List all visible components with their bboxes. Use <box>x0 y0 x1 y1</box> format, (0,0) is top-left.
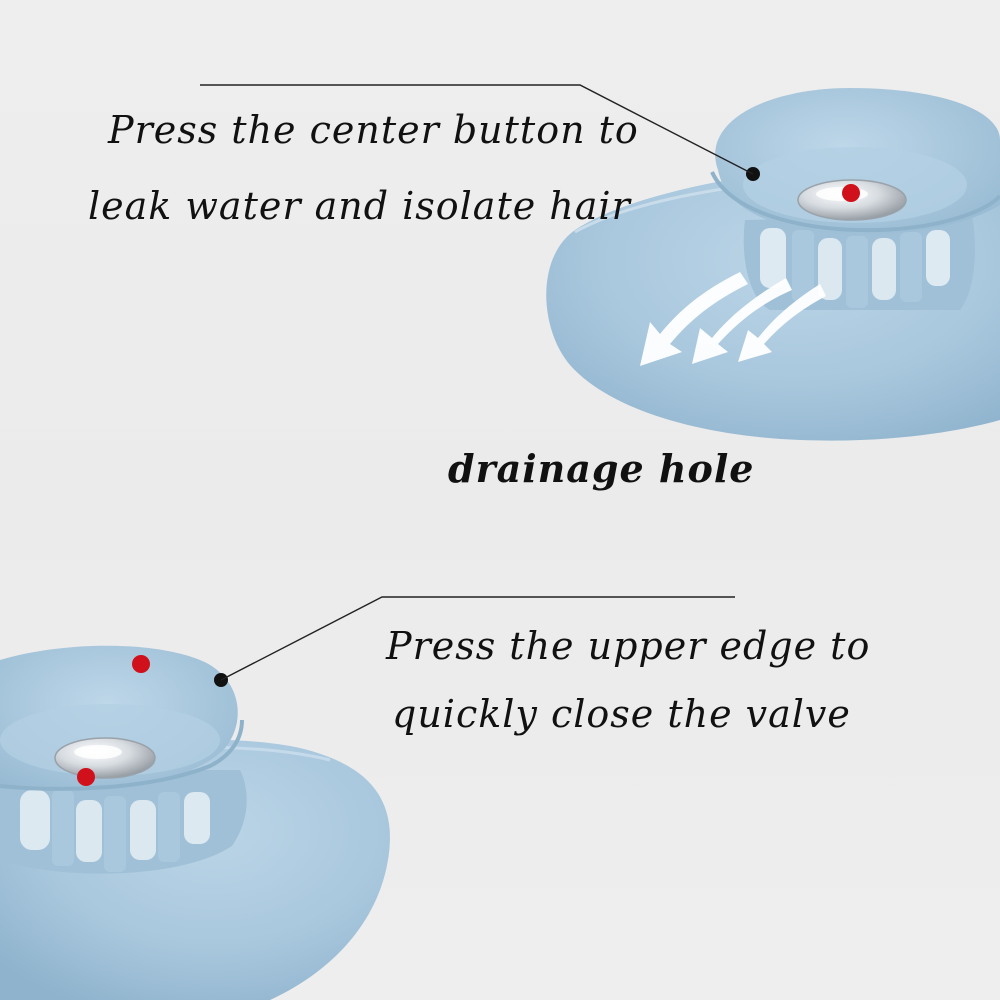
arrow-down-left-icon <box>692 278 792 364</box>
caption-upper-edge-line1: Press the upper edge to <box>386 624 871 668</box>
bottom-stopper-cage <box>0 770 247 874</box>
bottom-stopper <box>0 645 390 1000</box>
caption-center-button-line1: Press the center button to <box>108 108 639 152</box>
press-point-red-dot <box>77 768 95 786</box>
callout-line-top <box>200 84 754 175</box>
arrow-down-left-icon <box>640 272 748 366</box>
caption-drainage-hole: drainage hole <box>448 446 755 491</box>
flow-arrows <box>640 272 826 366</box>
arrow-down-left-icon <box>738 284 826 362</box>
top-stopper-cage <box>743 215 975 310</box>
callout-lines <box>200 84 754 681</box>
callout-line-bottom <box>220 596 735 681</box>
caption-upper-edge-line2: quickly close the valve <box>392 692 851 736</box>
top-stopper <box>546 88 1000 441</box>
press-point-red-dot <box>132 655 150 673</box>
caption-center-button-line2: leak water and isolate hair <box>88 184 631 228</box>
press-point-red-dot <box>842 184 860 202</box>
